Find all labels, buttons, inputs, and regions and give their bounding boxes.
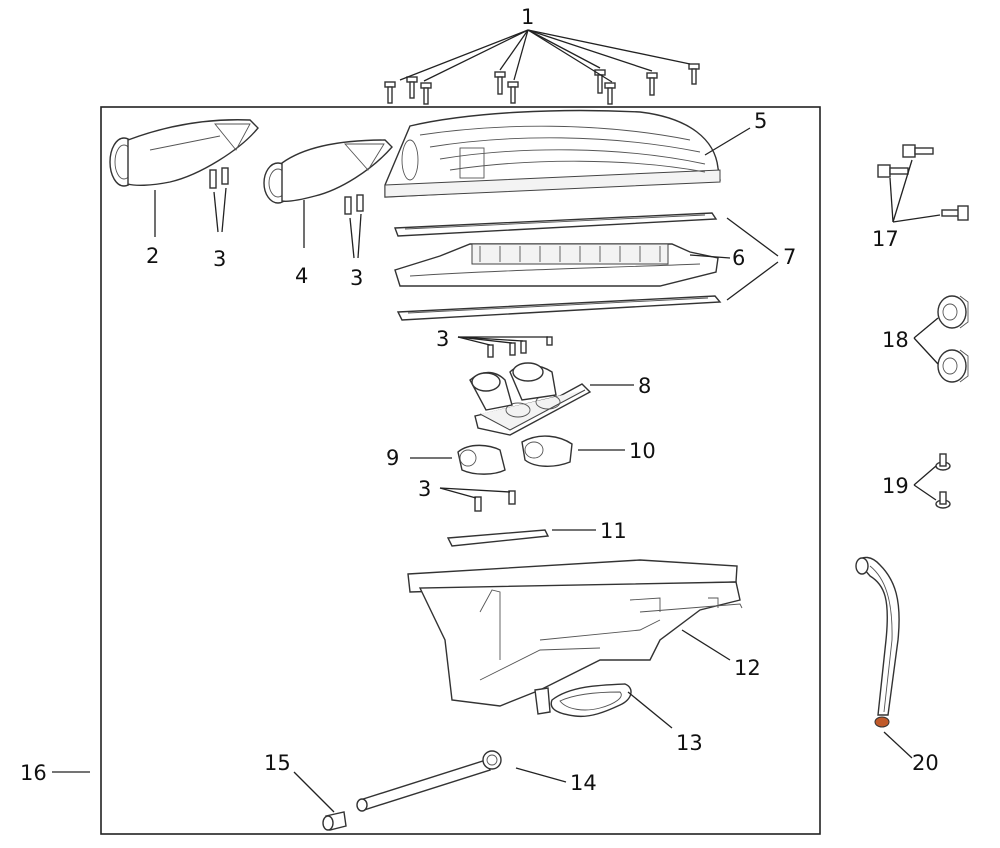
bolt-icon xyxy=(594,69,606,94)
intake-boot-left-icon xyxy=(457,444,506,475)
bolt-icon xyxy=(902,144,934,158)
intake-manifold-icon xyxy=(469,362,592,436)
callout-1: 1 xyxy=(521,5,534,29)
screw-icon-group-3d xyxy=(474,490,516,512)
bolt-icon-group-1 xyxy=(384,63,700,105)
leader-13 xyxy=(627,691,673,729)
intake-boot-right-icon xyxy=(521,435,573,467)
leader-17-a xyxy=(889,177,894,223)
leader-18-b xyxy=(913,337,939,365)
air-box-cover-icon xyxy=(384,109,721,198)
callout-19: 19 xyxy=(882,474,909,498)
leader-19-a xyxy=(913,465,937,486)
bolt-icon xyxy=(646,72,658,96)
leader-6 xyxy=(689,254,731,259)
callout-6: 6 xyxy=(732,246,745,270)
grommet-icon xyxy=(937,349,969,383)
assembly-frame xyxy=(100,106,821,835)
leader-18-a xyxy=(913,317,939,339)
gasket-icon-bottom xyxy=(396,295,722,321)
screw-icon-group-3b xyxy=(344,194,364,215)
air-filter-icon xyxy=(394,243,719,287)
leader-3d-a xyxy=(439,487,477,499)
breather-hose-icon xyxy=(855,556,900,728)
intake-duct-right-icon xyxy=(263,139,393,204)
callout-4: 4 xyxy=(295,264,308,288)
grommet-icon xyxy=(937,295,969,329)
intake-duct-left-icon xyxy=(109,119,259,187)
bolt-icon xyxy=(604,82,616,105)
callout-3c: 3 xyxy=(436,327,449,351)
callout-10: 10 xyxy=(629,439,656,463)
leader-17-b xyxy=(892,159,913,223)
callout-11: 11 xyxy=(600,519,627,543)
leader-3d-b xyxy=(439,487,511,493)
bolt-icon xyxy=(406,76,418,99)
callout-5: 5 xyxy=(754,109,767,133)
leader-19-b xyxy=(913,484,937,501)
callout-8: 8 xyxy=(638,374,651,398)
callout-20: 20 xyxy=(912,751,939,775)
callout-12: 12 xyxy=(734,656,761,680)
leader-3b xyxy=(349,217,355,259)
screw-icon xyxy=(935,453,951,471)
drain-tube-icon xyxy=(356,750,502,812)
bolt-icon xyxy=(384,81,396,104)
screw-icon-group-3a xyxy=(209,167,229,189)
callout-3b: 3 xyxy=(350,266,363,290)
leader-3a xyxy=(213,191,219,233)
bolt-icon-group-17 xyxy=(877,144,969,221)
callout-17: 17 xyxy=(872,227,899,251)
gasket-plate-icon xyxy=(446,529,550,547)
bolt-icon xyxy=(688,63,700,85)
callout-3d: 3 xyxy=(418,477,431,501)
leader-5 xyxy=(704,127,751,156)
leader-14 xyxy=(515,767,567,783)
callout-16: 16 xyxy=(20,761,47,785)
screw-icon-group-3c xyxy=(487,336,553,358)
callout-14: 14 xyxy=(570,771,597,795)
screw-icon-group-19 xyxy=(935,453,951,509)
bolt-icon xyxy=(507,81,519,104)
leader-3c-c xyxy=(457,336,524,342)
callout-15: 15 xyxy=(264,751,291,775)
air-box-housing-icon xyxy=(407,559,743,715)
leader-3a-b xyxy=(221,187,227,233)
leader-7b xyxy=(726,261,779,301)
drain-plug-icon xyxy=(322,811,347,831)
gasket-icon-top xyxy=(394,212,718,237)
callout-18: 18 xyxy=(882,328,909,352)
bolt-icon xyxy=(494,71,506,95)
grommet-icon-group-18 xyxy=(937,295,969,383)
bolt-icon xyxy=(941,205,969,221)
leader-3c-a xyxy=(457,336,491,346)
callout-3a: 3 xyxy=(213,247,226,271)
leader-7a xyxy=(726,217,779,257)
leader-12 xyxy=(681,629,731,661)
seal-ring-icon xyxy=(550,683,632,718)
callout-13: 13 xyxy=(676,731,703,755)
leader-3b-b xyxy=(357,213,362,259)
screw-icon xyxy=(935,491,951,509)
leader-20 xyxy=(883,731,913,759)
bolt-icon xyxy=(420,82,432,105)
callout-2: 2 xyxy=(146,244,159,268)
bolt-icon xyxy=(877,164,909,178)
callout-7: 7 xyxy=(783,245,796,269)
leader-15 xyxy=(293,771,335,813)
leader-17-c xyxy=(892,214,941,223)
leaders-1 xyxy=(399,29,691,83)
callout-9: 9 xyxy=(386,446,399,470)
